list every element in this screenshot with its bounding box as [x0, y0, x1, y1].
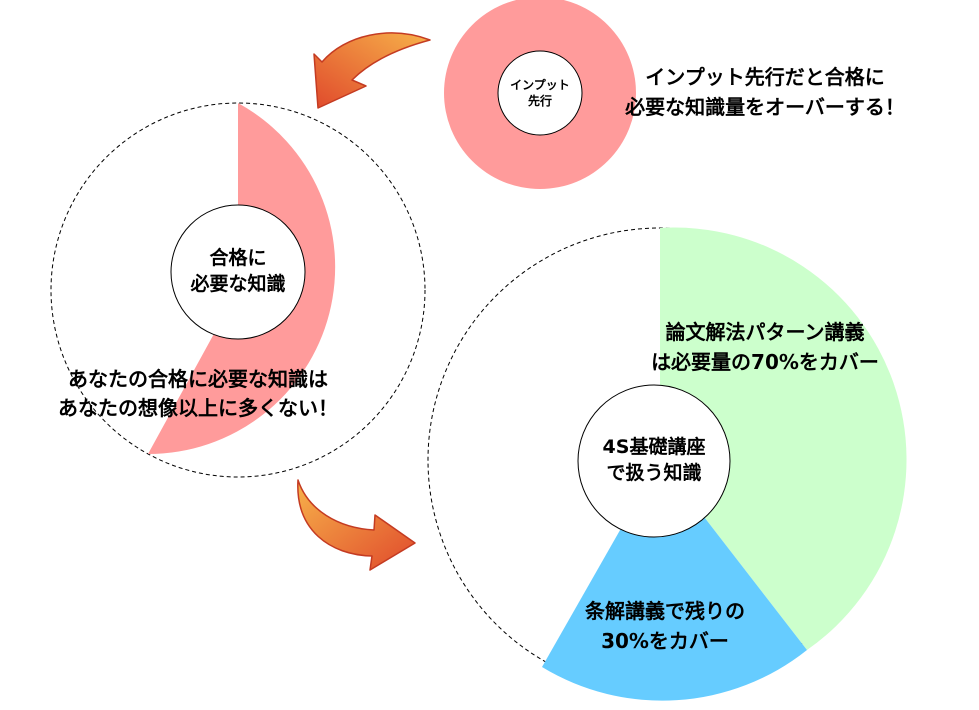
pattern-lecture-line1: 論文解法パターン講義 [665, 320, 865, 344]
required-center-line2: 必要な知識 [190, 273, 286, 295]
input-first-center-label: インプット 先行 [498, 51, 582, 135]
input-first-center-circle [497, 50, 583, 136]
pie-slice-pattern-lecture [660, 227, 907, 651]
curved-arrow-icon [297, 479, 416, 571]
course-center-label: 4S基礎講座 で扱う知識 [578, 385, 730, 537]
article-lecture-line2: 30%をカバー [601, 629, 729, 653]
input-first-caption: インプット先行だと合格に 必要な知識量をオーバーする！ [585, 62, 945, 122]
required-caption-line1: あなたの合格に必要な知識は [68, 367, 328, 391]
curved-arrow-icon [313, 32, 431, 109]
required-center-line1: 合格に [209, 247, 267, 270]
input-first-line2: 先行 [527, 94, 552, 108]
input-first-line1: インプット [510, 77, 570, 92]
input-first-caption-line1: インプット先行だと合格に [645, 65, 885, 89]
pie-slice-article-lecture [542, 460, 807, 701]
required-caption: あなたの合格に必要な知識は あなたの想像以上に多くない！ [18, 365, 378, 423]
required-caption-line2: あなたの想像以上に多くない！ [58, 396, 338, 420]
course-center-line1: 4S基礎講座 [602, 436, 706, 459]
pattern-lecture-label: 論文解法パターン講義 は必要量の70%をカバー [615, 317, 915, 377]
article-lecture-label: 条解講義で残りの 30%をカバー [565, 596, 765, 656]
required-knowledge-outline [50, 102, 426, 478]
course-center-line2: で扱う知識 [606, 462, 702, 484]
required-knowledge-center-circle [170, 204, 306, 340]
input-first-caption-line2: 必要な知識量をオーバーする！ [625, 95, 905, 119]
article-lecture-line1: 条解講義で残りの [585, 599, 745, 623]
pattern-lecture-line2: は必要量の70%をカバー [651, 350, 879, 374]
required-center-label: 合格に 必要な知識 [171, 205, 305, 339]
course-center-circle [577, 384, 731, 538]
